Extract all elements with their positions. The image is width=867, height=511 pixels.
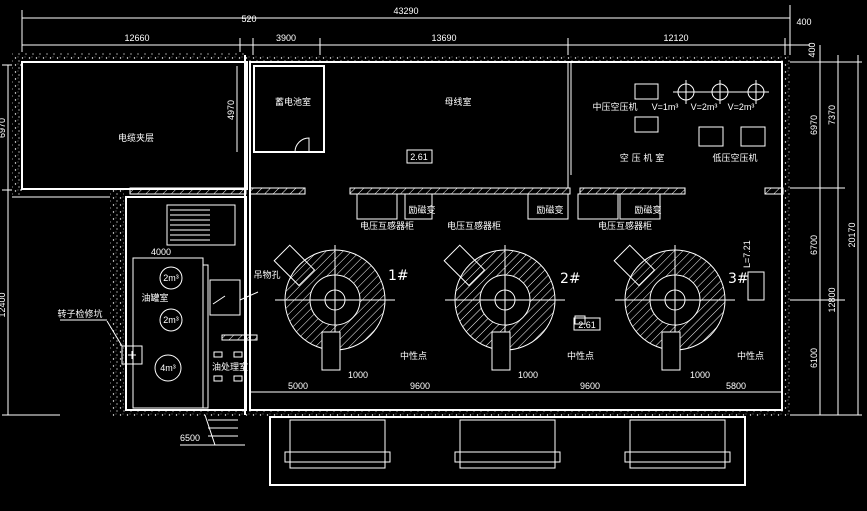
interior-dimensions: 4970 4000 6500 5000 9600 9600 5800 1000 … [133, 66, 782, 443]
dim-4000: 4000 [151, 247, 171, 257]
dim-right-6700: 6700 [809, 235, 819, 255]
compressor-equipment [634, 80, 769, 147]
label-excitation-3: 励磁变 [634, 204, 661, 216]
dim-1000-3: 1000 [690, 370, 710, 380]
top-dimensions: 43290 12660 520 3900 13690 12120 400 [21, 5, 812, 60]
dim-left-1: 6970 [0, 118, 7, 138]
oil-tank-2: 2m³ [163, 315, 179, 325]
dim-total: 43290 [393, 6, 418, 16]
generator-unit-2 [443, 244, 565, 371]
generator-unit-3 [613, 244, 765, 371]
label-unit-2: 2# [560, 271, 581, 287]
dim-seg-6: 400 [796, 17, 811, 27]
label-pt-3: 电压互感器柜 [598, 220, 652, 232]
generator-unit-1 [273, 244, 395, 371]
dim-5000: 5000 [288, 381, 308, 391]
dim-seg-1: 12660 [124, 33, 149, 43]
label-cable-mezzanine: 电缆夹层 [118, 132, 154, 144]
oil-tank-1: 2m³ [163, 273, 179, 283]
dim-1000-2: 1000 [518, 370, 538, 380]
label-unit-1: 1# [388, 268, 409, 284]
label-neutral-2: 中性点 [567, 350, 594, 362]
building-walls [12, 52, 790, 486]
busbar-equipment [356, 193, 661, 325]
dim-right-20170: 20170 [847, 222, 857, 247]
label-neutral-3: 中性点 [737, 350, 764, 362]
dim-seg-5: 12120 [663, 33, 688, 43]
label-battery-room: 蓄电池室 [275, 96, 311, 108]
label-compressor-room: 空 压 机 室 [620, 152, 665, 164]
elevation-busbar: 2.61 [410, 152, 428, 162]
label-excitation-1: 励磁变 [408, 204, 435, 216]
dim-6500: 6500 [180, 433, 200, 443]
dim-right-6100: 6100 [809, 348, 819, 368]
dim-right-12800: 12800 [827, 287, 837, 312]
label-mid-compressor: 中压空压机 [592, 101, 637, 113]
label-slope: L=7.21 [742, 240, 752, 268]
oil-tank-3: 4m³ [160, 363, 176, 373]
dim-5800: 5800 [726, 381, 746, 391]
label-pt-2: 电压互感器柜 [447, 220, 501, 232]
dim-1000-1: 1000 [348, 370, 368, 380]
dim-right-7370: 7370 [827, 105, 837, 125]
label-excitation-2: 励磁变 [536, 204, 563, 216]
label-busbar-room: 母线室 [444, 96, 471, 108]
dim-9600-a: 9600 [410, 381, 430, 391]
dim-4970: 4970 [226, 100, 236, 120]
dim-seg-3: 3900 [276, 33, 296, 43]
dim-seg-2: 520 [241, 14, 256, 24]
label-oil-treatment: 油处理室 [212, 361, 248, 373]
dim-right-6970: 6970 [809, 115, 819, 135]
tank-2: V=2m³ [691, 102, 718, 112]
label-low-compressor: 低压空压机 [712, 152, 757, 164]
label-unit-3: 3# [728, 271, 749, 287]
label-pt-1: 电压互感器柜 [360, 220, 414, 232]
label-oil-tank-room: 油罐室 [141, 292, 168, 304]
tank-labels: V=1m³ V=2m³ V=2m³ 2m³ 2m³ 4m³ [154, 102, 755, 382]
elevation-floor: 2.61 [578, 320, 596, 330]
dim-9600-b: 9600 [580, 381, 600, 391]
label-hoist-hole: 吊物孔 [253, 269, 280, 281]
label-neutral-1: 中性点 [400, 350, 427, 362]
label-rotor-pit: 转子检修坑 [57, 308, 102, 320]
left-dimensions: 6970 12400 [0, 64, 60, 416]
tank-1: V=1m³ [652, 102, 679, 112]
right-dimensions: 400 6970 7370 6700 12800 6100 20170 [790, 42, 862, 416]
dim-left-2: 12400 [0, 292, 7, 317]
dim-right-400: 400 [807, 42, 817, 57]
room-labels: 电缆夹层 蓄电池室 母线室 中压空压机 空 压 机 室 低压空压机 油罐室 油处… [57, 96, 757, 373]
equipment-labels: 励磁变 励磁变 励磁变 电压互感器柜 电压互感器柜 电压互感器柜 中性点 中性点… [360, 204, 764, 362]
dim-seg-4: 13690 [431, 33, 456, 43]
tank-3: V=2m³ [728, 102, 755, 112]
